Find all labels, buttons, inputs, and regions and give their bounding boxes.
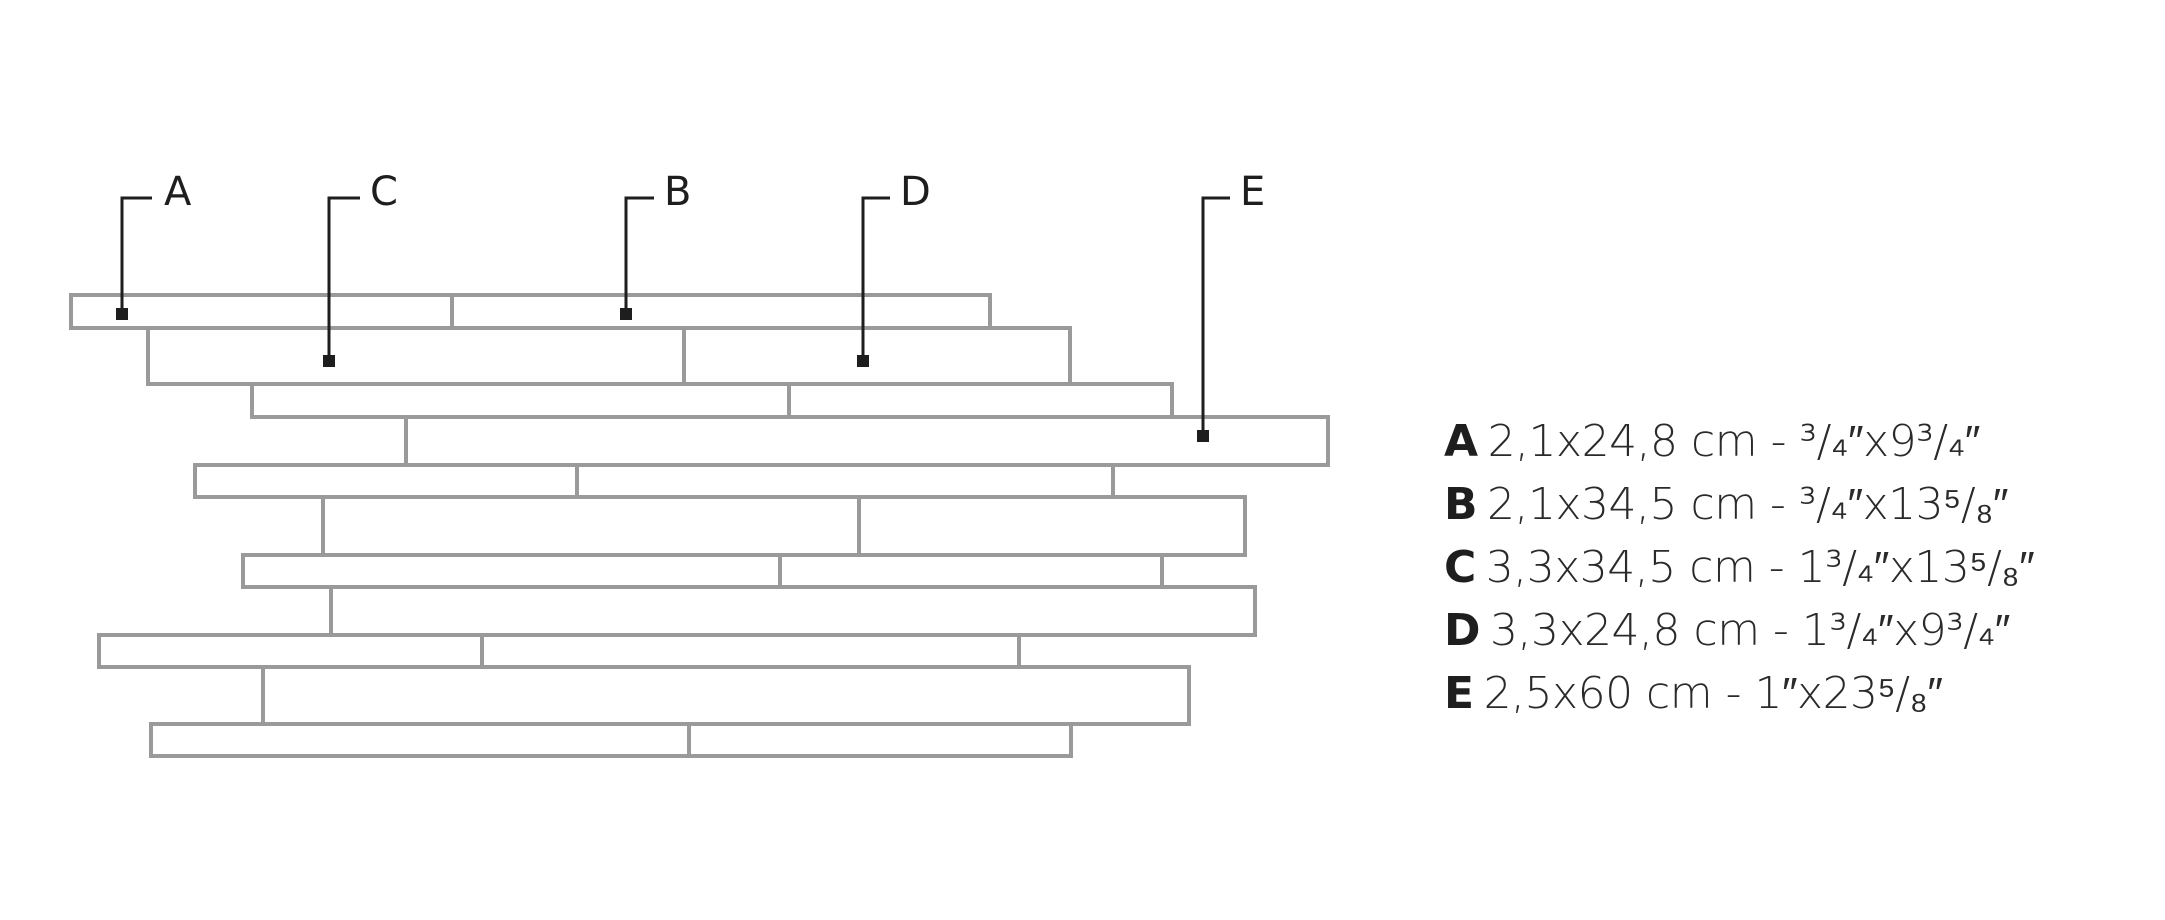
tile-piece [261, 665, 1191, 726]
callout-label-d: D [900, 169, 931, 215]
leader-line-b [624, 196, 654, 314]
tile-piece [250, 382, 791, 419]
legend-key: B [1444, 479, 1478, 530]
tile-piece [329, 585, 1257, 637]
legend-size: 2,1x34,5 cm - ³/₄″x13⁵/₈″ [1487, 479, 2009, 530]
tile-grid [69, 293, 1330, 758]
legend-size: 3,3x34,5 cm - 1³/₄″x13⁵/₈″ [1485, 542, 2035, 593]
tile-piece [450, 293, 992, 330]
tile-piece [193, 463, 579, 499]
legend-size: 2,5x60 cm - 1″x23⁵/₈″ [1483, 668, 1943, 719]
callout-marker-e [1197, 430, 1209, 442]
callout-marker-a [116, 308, 128, 320]
leader-line-a [120, 196, 152, 314]
tile-piece [480, 633, 1021, 669]
callout-label-c: C [370, 169, 398, 215]
tile-piece [682, 326, 1072, 386]
tile-piece [857, 495, 1247, 557]
callout-marker-c [323, 355, 335, 367]
callout-labels: A C B D E [164, 169, 1265, 215]
legend-size: 3,3x24,8 cm - 1³/₄″x9³/₄″ [1490, 605, 2010, 656]
legend-key: A [1444, 416, 1478, 467]
tile-piece [69, 293, 454, 330]
callout-leaders [116, 196, 1230, 442]
callout-label-a: A [164, 169, 192, 215]
tile-piece [97, 633, 484, 669]
callout-marker-b [620, 308, 632, 320]
legend-key: D [1444, 605, 1481, 656]
tile-piece [778, 553, 1164, 589]
tile-piece [787, 382, 1174, 419]
callout-marker-d [857, 355, 869, 367]
tile-piece [404, 415, 1330, 467]
legend-key: C [1444, 542, 1476, 593]
tile-piece [687, 722, 1073, 758]
leader-line-d [861, 196, 890, 361]
tile-piece [146, 326, 686, 386]
legend-size: 2,1x24,8 cm - ³/₄″x9³/₄″ [1487, 416, 1981, 467]
leader-line-e [1201, 196, 1230, 436]
legend-key: E [1444, 668, 1474, 719]
callout-label-b: B [664, 169, 691, 215]
tile-piece [149, 722, 691, 758]
tile-piece [321, 495, 861, 557]
tile-piece [575, 463, 1115, 499]
callout-label-e: E [1240, 169, 1265, 215]
tile-piece [241, 553, 782, 589]
leader-line-c [327, 196, 360, 361]
